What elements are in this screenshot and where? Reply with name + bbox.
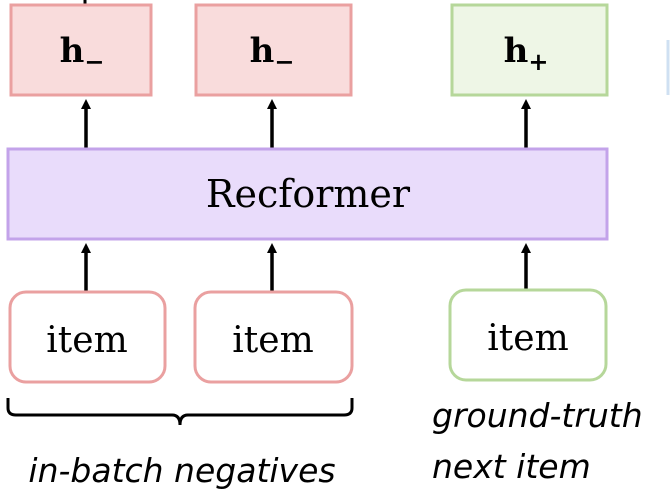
recformer-encoder-box: Recformer (6, 147, 609, 241)
negative-embedding-box-2: h− (194, 3, 353, 97)
positive-caption-line1: ground-truth (432, 396, 643, 435)
positive-caption-line2: next item (432, 447, 591, 486)
negative-embedding-box-1: h− (9, 3, 153, 97)
negatives-caption: in-batch negatives (28, 451, 335, 490)
pos-item-label: item (487, 318, 568, 359)
encoder-label: Recformer (206, 172, 411, 216)
pos-embedding-symbol: h (504, 31, 529, 71)
neg-embedding-subscript-1: − (84, 47, 104, 76)
negative-item-box-2: item (193, 290, 354, 384)
negative-item-box-1: item (8, 290, 167, 384)
positive-item-box: item (448, 288, 608, 382)
neg-embedding-symbol-2: h (250, 31, 275, 71)
neg-item-label-2: item (232, 320, 313, 361)
pos-embedding-subscript: + (528, 47, 548, 76)
svg-text:h−: h− (250, 31, 295, 76)
svg-text:h+: h+ (504, 31, 549, 76)
positive-embedding-box: h+ (450, 3, 609, 97)
negatives-brace (6, 398, 354, 426)
svg-text:h−: h− (60, 31, 105, 76)
neg-embedding-subscript-2: − (274, 47, 294, 76)
neg-item-label-1: item (46, 320, 127, 361)
neg-embedding-symbol-1: h (60, 31, 85, 71)
